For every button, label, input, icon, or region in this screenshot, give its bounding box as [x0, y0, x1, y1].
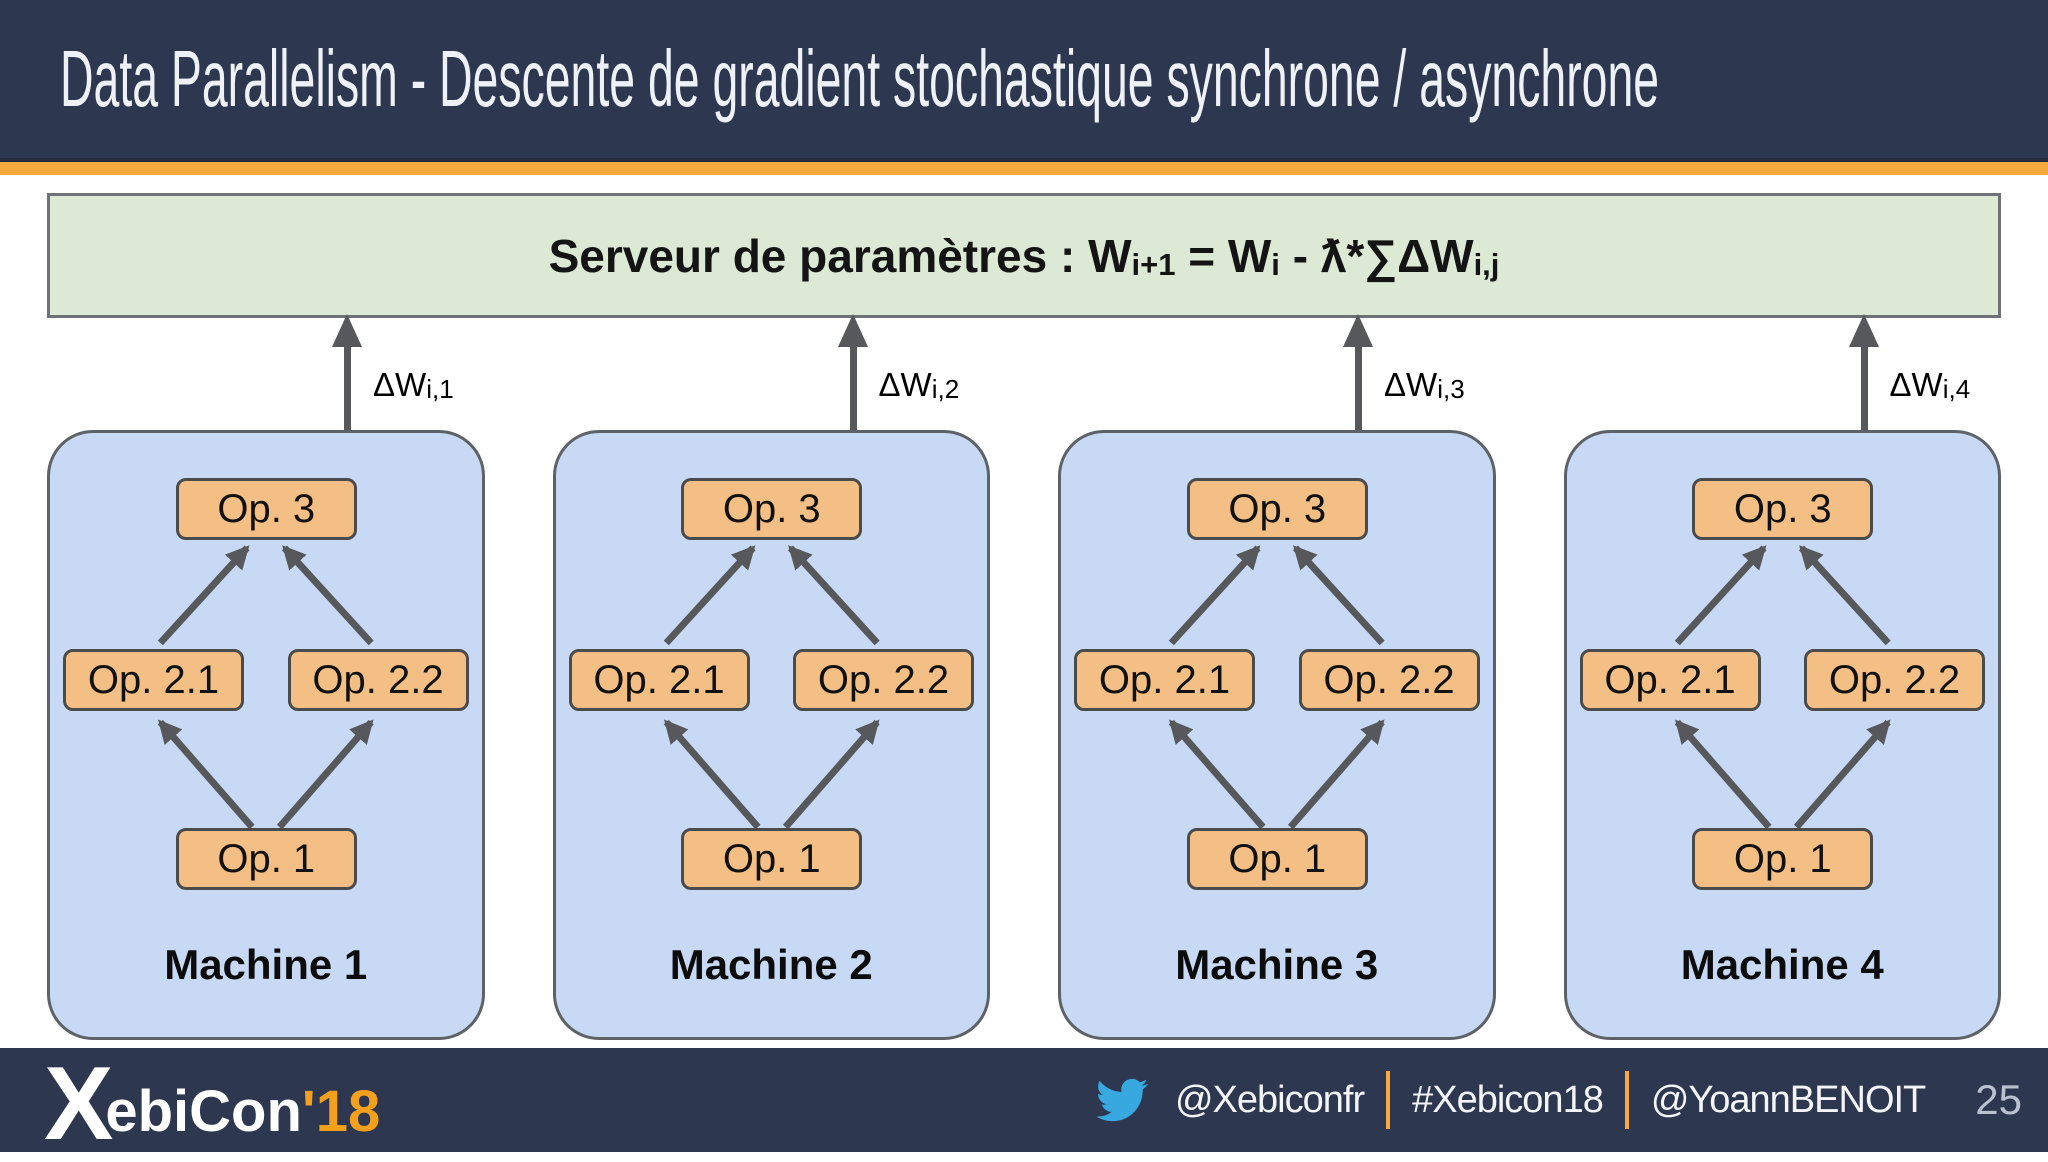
server-formula-mid2: - ƛ*∑ΔW: [1279, 229, 1474, 282]
gradient-delta-label: ΔWi,2: [879, 366, 960, 404]
machine-box: Op. 3 Op. 2.1 Op. 2.2 Op. 1 Machine 1: [47, 430, 485, 1040]
dag-arrows: [663, 545, 880, 830]
hashtag: #Xebicon18: [1412, 1078, 1604, 1121]
slide-title: Data Parallelism - Descente de gradient …: [60, 34, 1660, 123]
op-node-2-1: Op. 2.1: [1579, 649, 1761, 711]
op-label: Op. 2.2: [312, 657, 444, 702]
machines-row: ΔWi,1 Op. 3 Op. 2.1 Op. 2.2 Op. 1 Machin…: [47, 314, 2001, 1040]
op-node-2-1: Op. 2.1: [568, 649, 750, 711]
machine-box: Op. 3 Op. 2.1 Op. 2.2 Op. 1 Machine 4: [1563, 430, 2001, 1040]
footer-social-cluster: @Xebiconfr #Xebicon18 @YoannBENOIT 25: [1091, 1071, 2022, 1129]
dag-arrows: [1168, 545, 1385, 830]
gradient-arrow-shaft: [1860, 344, 1868, 430]
gradient-delta-label: ΔWi,3: [1384, 366, 1465, 404]
delta-label-sub: i,3: [1437, 374, 1465, 404]
op-label: Op. 1: [1228, 836, 1327, 881]
gradient-arrow-head-icon: [837, 314, 868, 347]
accent-bar: [0, 162, 2048, 175]
machine-name: Machine 3: [1175, 941, 1379, 988]
gradient-arrow-shaft: [344, 344, 351, 430]
op-label: Op. 3: [217, 486, 316, 531]
op-node-3: Op. 3: [1186, 478, 1368, 540]
delta-label-main: ΔW: [1384, 366, 1438, 403]
server-formula-text: Serveur de paramètres : W: [548, 229, 1132, 282]
twitter-handle: @Xebiconfr: [1174, 1078, 1365, 1121]
op-node-1: Op. 1: [1692, 828, 1874, 890]
machine-name: Machine 4: [1680, 941, 1884, 988]
slide-header: [0, 0, 2048, 162]
machine-box: Op. 3 Op. 2.1 Op. 2.2 Op. 1 Machine 3: [1058, 430, 1496, 1040]
machine-column: ΔWi,3 Op. 3 Op. 2.1 Op. 2.2 Op. 1 Machin…: [1058, 314, 1496, 1040]
footer-divider: [1386, 1071, 1391, 1129]
op-node-2-2: Op. 2.2: [793, 649, 974, 711]
twitter-icon: [1095, 1078, 1148, 1122]
op-label: Op. 1: [217, 836, 316, 881]
op-label: Op. 2.1: [1098, 657, 1231, 702]
gradient-delta-label: ΔWi,1: [373, 366, 454, 404]
op-label: Op. 2.1: [1604, 657, 1736, 702]
delta-label-sub: i,4: [1942, 374, 1971, 404]
server-formula-sub2: i: [1271, 246, 1280, 282]
gradient-arrow-head-icon: [1848, 314, 1879, 347]
delta-label-sub: i,1: [426, 374, 454, 404]
machine-name: Machine 2: [669, 941, 873, 988]
op-label: Op. 2.1: [87, 657, 220, 702]
slide-title-wrap: Data Parallelism - Descente de gradient …: [60, 0, 2048, 158]
gradient-arrow-shaft: [849, 344, 857, 430]
dag-arrows: [1674, 545, 1891, 830]
gradient-delta-label: ΔWi,4: [1890, 366, 1971, 404]
machine-column: ΔWi,1 Op. 3 Op. 2.1 Op. 2.2 Op. 1 Machin…: [47, 314, 485, 1040]
op-node-2-2: Op. 2.2: [1804, 649, 1985, 711]
logo-text: ebiCon: [105, 1078, 302, 1144]
logo-x-glyph: X: [44, 1045, 114, 1162]
speaker-handle: @YoannBENOIT: [1650, 1078, 1926, 1121]
server-formula-sub3: i,j: [1473, 246, 1500, 282]
gradient-arrow-head-icon: [1343, 314, 1373, 347]
op-node-1: Op. 1: [1186, 828, 1368, 890]
op-label: Op. 1: [1733, 836, 1832, 881]
delta-label-main: ΔW: [373, 366, 427, 403]
op-label: Op. 3: [722, 486, 821, 531]
op-label: Op. 2.2: [1828, 657, 1961, 702]
op-label: Op. 1: [722, 836, 821, 881]
dag-arrows: [157, 545, 374, 830]
op-node-2-1: Op. 2.1: [63, 649, 244, 711]
machine-column: ΔWi,4 Op. 3 Op. 2.1 Op. 2.2 Op. 1 Machin…: [1563, 314, 2001, 1040]
gradient-arrow-head-icon: [332, 314, 362, 347]
op-label: Op. 3: [1228, 486, 1327, 531]
gradient-arrow-shaft: [1355, 344, 1362, 430]
logo-year: '18: [301, 1078, 381, 1144]
op-node-2-2: Op. 2.2: [1298, 649, 1480, 711]
op-label: Op. 2.2: [1323, 657, 1455, 702]
delta-label-main: ΔW: [1889, 366, 1943, 403]
op-node-3: Op. 3: [1692, 478, 1874, 540]
machine-box: Op. 3 Op. 2.1 Op. 2.2 Op. 1 Machine 2: [552, 430, 990, 1040]
machine-column: ΔWi,2 Op. 3 Op. 2.1 Op. 2.2 Op. 1 Machin…: [552, 314, 990, 1040]
server-formula-mid1: = W: [1175, 229, 1272, 282]
page-number: 25: [1975, 1076, 2022, 1123]
op-node-2-1: Op. 2.1: [1074, 649, 1255, 711]
op-node-1: Op. 1: [175, 828, 357, 890]
server-formula-sub1: i+1: [1131, 246, 1176, 282]
machine-name: Machine 1: [164, 941, 368, 988]
op-node-3: Op. 3: [175, 478, 357, 540]
op-node-1: Op. 1: [681, 828, 863, 890]
op-node-2-2: Op. 2.2: [287, 649, 469, 711]
op-label: Op. 2.1: [593, 657, 725, 702]
op-label: Op. 3: [1733, 486, 1832, 531]
footer-divider: [1624, 1071, 1629, 1129]
delta-label-sub: i,2: [931, 374, 960, 404]
op-node-3: Op. 3: [681, 478, 863, 540]
op-label: Op. 2.2: [817, 657, 950, 702]
delta-label-main: ΔW: [878, 366, 932, 403]
